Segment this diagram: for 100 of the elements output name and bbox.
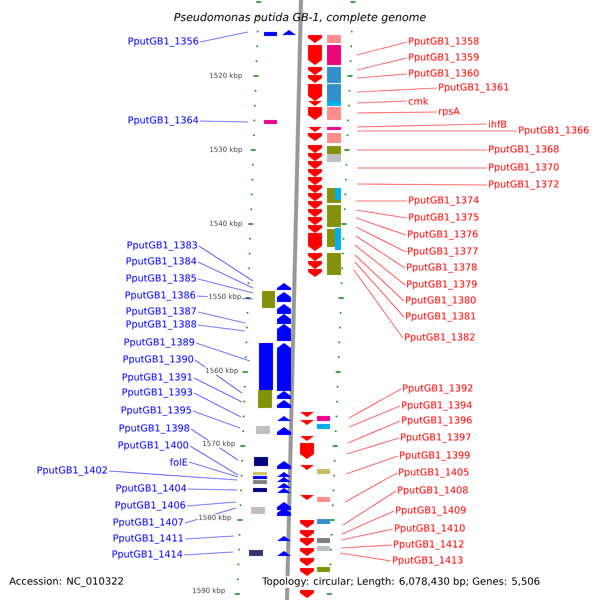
leader-line [192,410,240,428]
leader-line [346,456,398,474]
gene-label: PputGB1_1412 [394,540,464,550]
leader-line [340,528,394,540]
leader-line [190,446,238,476]
gene-label: PputGB1_1359 [409,53,479,63]
leader-line [198,262,254,288]
gene-label: PputGB1_1406 [116,501,186,511]
leader-line [188,462,238,478]
gene-label: PputGB1_1404 [116,484,186,494]
leader-line [354,270,404,338]
leader-line [188,488,238,490]
gene-label: PputGB1_1405 [399,468,468,478]
gene-label: PputGB1_1361 [439,83,508,93]
gene-label: PputGB1_1382 [405,333,474,343]
gene-label: PputGB1_1368 [489,145,559,155]
leader-line [342,490,396,526]
gene-label: PputGB1_1409 [396,506,466,516]
gene-label: PputGB1_1364 [128,116,198,126]
gene-label: PputGB1_1390 [124,355,194,365]
gene-label: PputGB1_1358 [409,37,479,47]
gene-label: PputGB1_1383 [128,241,198,251]
accession-text: Accession: NC_010322 [9,577,123,587]
leader-line [348,406,400,428]
leader-line [356,42,408,56]
leader-line [108,470,238,480]
leader-line [356,74,408,78]
gene-label: PputGB1_1399 [400,451,470,461]
gene-label: PputGB1_1389 [124,338,194,348]
leader-line [198,278,254,294]
gene-label: PputGB1_1393 [122,388,192,398]
gene-label: PputGB1_1375 [409,213,478,223]
leader-line [356,124,488,128]
leader-line [184,552,234,556]
leader-line [356,218,406,236]
gene-label: PputGB1_1394 [402,401,472,411]
gene-label: PputGB1_1400 [118,441,188,451]
leader-line [198,246,254,282]
gene-label: PputGB1_1379 [407,280,477,290]
leader-line [196,342,250,362]
leader-line [342,510,394,534]
leader-line [198,312,246,324]
leader-line [354,262,404,318]
gene-label: PputGB1_1376 [408,230,478,240]
leader-line [186,502,236,506]
title: Pseudomonas putida GB-1, complete genome [174,12,426,24]
genome-info-text: Topology: circular; Length: 6,078,430 bp; Genes: 5,506 [261,576,542,588]
gene-label: PputGB1_1370 [489,163,559,173]
gene-label: PputGB1_1392 [403,384,472,394]
leader-line [340,552,392,562]
gene-label: cmk [408,97,428,105]
gene-label: ihfB [489,120,506,128]
gene-label: folE [170,458,188,466]
gene-label: rpsA [439,108,460,116]
leader-line [194,392,242,418]
gene-label: PputGB1_1374 [409,196,479,206]
leader-line [356,88,438,92]
leader-line [200,120,248,122]
leader-line [194,378,242,402]
gene-label: PputGB1_1356 [128,37,198,47]
gene-label: PputGB1_1397 [401,433,470,443]
gene-label: PputGB1_1380 [406,296,476,306]
leader-line [356,200,408,202]
gene-label: PputGB1_1366 [519,126,589,136]
leader-line [348,388,402,418]
gene-label: PputGB1_1360 [409,69,479,79]
gene-label: PputGB1_1396 [402,416,472,426]
leader-line [356,184,488,186]
leader-line [356,58,408,70]
leader-line [356,210,408,218]
gene-label: PputGB1_1395 [122,406,191,416]
leader-line [356,130,518,132]
leader-line [198,324,246,332]
gene-label: PputGB1_1372 [489,180,558,190]
gene-label: PputGB1_1386 [126,291,196,301]
leader-line [356,112,438,114]
gene-label: PputGB1_1402 [38,466,107,476]
gene-label: PputGB1_1385 [126,274,196,284]
gene-label: PputGB1_1381 [406,312,476,322]
leader-line [340,544,392,548]
leader-line [344,472,398,502]
leader-line [354,254,404,302]
gene-label: PputGB1_1378 [407,263,477,273]
leader-line [184,536,234,540]
leader-line [356,100,408,104]
gene-label: PputGB1_1408 [398,486,468,496]
gene-label: PputGB1_1398 [120,424,190,434]
gene-label: PputGB1_1414 [112,550,182,560]
leader-line [356,236,406,268]
gene-label: PputGB1_1407 [114,518,183,528]
gene-label: PputGB1_1387 [126,307,196,317]
leader-line [200,32,248,42]
leader-line [354,244,406,286]
gene-label: PputGB1_1391 [122,373,192,383]
gene-label: PputGB1_1377 [408,247,478,257]
gene-label: PputGB1_1413 [393,556,463,566]
leader-line [346,438,400,454]
leader-line [348,420,400,444]
gene-label: PputGB1_1410 [395,524,465,534]
leader-line [356,226,406,252]
